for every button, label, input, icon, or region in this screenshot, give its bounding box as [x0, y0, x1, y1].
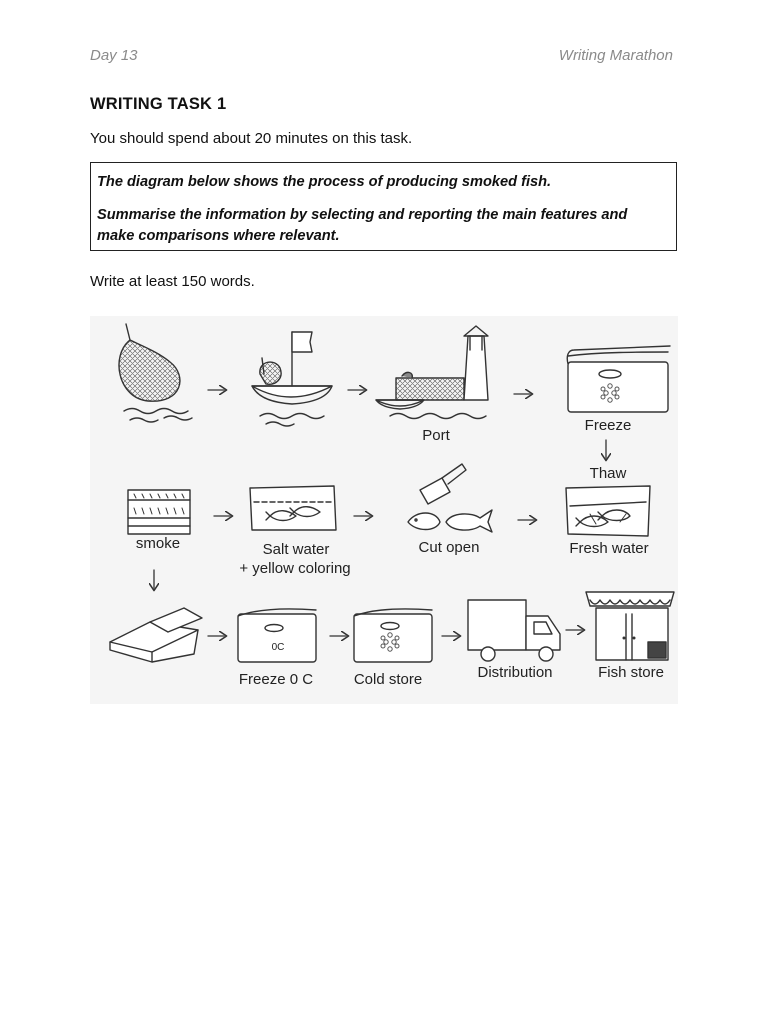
task-title: WRITING TASK 1 — [90, 95, 226, 114]
label-fish-store: Fish store — [598, 663, 664, 682]
cleaver-knife-icon — [420, 464, 466, 504]
label-fresh-water: Fresh water — [569, 539, 648, 558]
page-header-left: Day 13 — [90, 47, 138, 64]
cut-fish-icon — [408, 510, 492, 532]
time-instruction: You should spend about 20 minutes on thi… — [90, 130, 412, 147]
freezer-icon — [567, 346, 670, 412]
label-distribution: Distribution — [477, 663, 552, 682]
label-smoke: smoke — [136, 534, 180, 553]
process-diagram: Port Freeze Thaw smoke Salt water + yell… — [90, 316, 678, 704]
label-thaw: Thaw — [590, 464, 627, 483]
label-cut-open: Cut open — [419, 538, 480, 557]
task-prompt-box: The diagram below shows the process of p… — [90, 162, 677, 251]
fish-store-icon — [586, 592, 674, 660]
packaging-box-icon — [110, 608, 202, 662]
port-icon — [376, 326, 488, 419]
word-instruction: Write at least 150 words. — [90, 273, 255, 290]
label-cold-store: Cold store — [354, 670, 422, 689]
fishing-net-icon — [119, 324, 192, 422]
salt-water-tank-icon — [250, 486, 336, 530]
label-port: Port — [422, 426, 450, 445]
label-freeze-0c: Freeze 0 C — [239, 670, 313, 689]
label-freeze: Freeze — [585, 416, 632, 435]
prompt-instruction: Summarise the information by selecting a… — [97, 205, 666, 247]
fresh-water-tank-icon — [566, 486, 650, 536]
fishing-boat-icon — [252, 332, 332, 426]
label-freezer-temp: 0C — [272, 638, 285, 657]
cold-store-icon — [354, 609, 432, 662]
delivery-truck-icon — [468, 600, 560, 661]
prompt-description: The diagram below shows the process of p… — [97, 172, 666, 193]
page-header-right: Writing Marathon — [559, 47, 673, 64]
smoke-rack-icon — [128, 490, 190, 534]
label-yellow-coloring: + yellow coloring — [239, 559, 350, 578]
label-salt-water: Salt water — [263, 540, 330, 559]
